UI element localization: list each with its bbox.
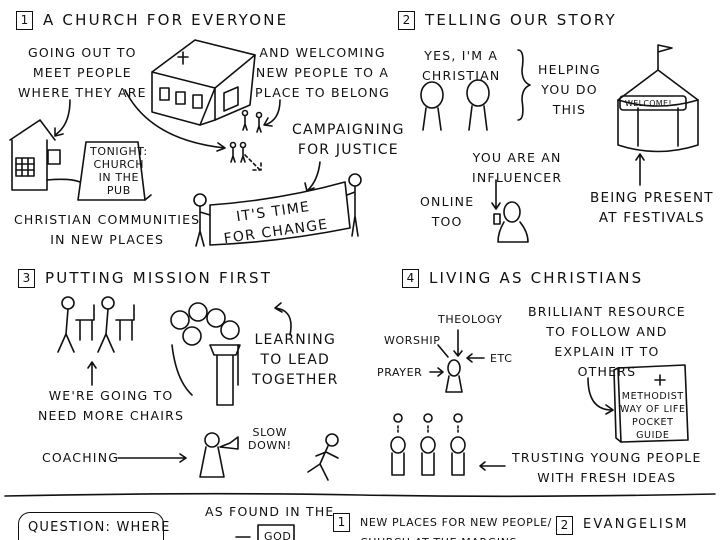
arrow-icon	[304, 161, 321, 192]
section-title: TELLING OUR STORY	[425, 11, 617, 29]
arrow-icon	[491, 179, 501, 210]
arrow-icon	[587, 377, 614, 415]
bottom-item-1: 1 NEW PLACES FOR NEW PEOPLE/ CHURCH AT TH…	[333, 513, 552, 540]
running-person-icon	[307, 433, 339, 481]
section-title: A CHURCH FOR EVERYONE	[43, 11, 289, 29]
slow-down-label: SLOW DOWN!	[248, 426, 292, 452]
worship-label: WORSHIP	[384, 334, 441, 347]
pub-building-icon	[9, 119, 81, 191]
praying-person-icon	[445, 359, 463, 393]
pocket-guide-book-icon	[613, 364, 689, 443]
question-text: QUESTION: WHERE	[28, 520, 171, 535]
section-title: PUTTING MISSION FIRST	[45, 269, 273, 287]
people-walking-icon	[229, 109, 263, 163]
section-4-heading: 4 LIVING AS CHRISTIANS	[402, 268, 643, 288]
pub-sign-text: TONIGHT: CHURCH IN THE PUB	[90, 145, 148, 197]
item-number: 1	[333, 513, 350, 532]
section-number: 1	[16, 10, 33, 30]
section-2-heading: 2 TELLING OUR STORY	[398, 10, 617, 30]
communities-label: CHRISTIAN COMMUNITIES IN NEW PLACES	[14, 212, 201, 247]
divider-horizontal	[4, 492, 716, 498]
sandwich-board-sign-icon	[77, 141, 152, 201]
arrow-icon	[263, 99, 281, 127]
arrow-icon	[87, 361, 97, 386]
protest-banner-icon	[193, 173, 362, 247]
helping-label: HELPING YOU DO THIS	[538, 62, 601, 117]
two-people-talking-icon	[420, 79, 490, 131]
speech-label: YES, I'M A CHRISTIAN	[422, 48, 501, 83]
young-people-with-lightbulbs-icon	[390, 413, 466, 476]
as-found-label: AS FOUND IN THE	[205, 504, 335, 519]
young-people-label: TRUSTING YOUNG PEOPLE WITH FRESH IDEAS	[512, 450, 702, 485]
resource-label: BRILLIANT RESOURCE TO FOLLOW AND EXPLAIN…	[528, 304, 686, 379]
theology-label: THEOLOGY	[438, 313, 503, 326]
arrow-icon	[124, 89, 226, 152]
item-text: EVANGELISM	[583, 517, 689, 532]
people-carrying-chairs-icon	[57, 296, 135, 353]
brace-icon	[517, 49, 531, 121]
section-number: 3	[18, 268, 35, 288]
item-number: 2	[556, 515, 573, 535]
campaigning-label: CAMPAIGNING FOR JUSTICE	[292, 122, 405, 158]
influencer-label: YOU ARE AN INFLUENCER	[472, 150, 563, 185]
god-book-icon	[257, 524, 295, 540]
church-icon	[151, 39, 256, 126]
prayer-label: PRAYER	[377, 366, 423, 379]
going-out-label: GOING OUT TO MEET PEOPLE WHERE THEY ARE	[18, 45, 147, 100]
person-with-phone-icon	[493, 201, 529, 243]
chairs-label: WE'RE GOING TO NEED MORE CHAIRS	[38, 388, 185, 423]
arrow-icon	[117, 453, 187, 463]
welcoming-label: AND WELCOMING NEW PEOPLE TO A PLACE TO B…	[255, 45, 391, 100]
item-text: NEW PLACES FOR NEW PEOPLE/ CHURCH AT THE…	[360, 516, 552, 540]
pocket-guide-title: METHODIST WAY OF LIFE POCKET GUIDE	[620, 391, 686, 441]
arrow-icon	[274, 302, 292, 336]
festivals-label: BEING PRESENT AT FESTIVALS	[590, 190, 714, 226]
bottom-item-2: 2 EVANGELISM	[556, 515, 689, 535]
section-1-heading: 1 A CHURCH FOR EVERYONE	[16, 10, 288, 30]
online-label: ONLINE TOO	[420, 194, 475, 229]
arrow-icon	[453, 329, 463, 357]
arrow-icon	[429, 367, 444, 377]
god-book-text: GOD	[264, 530, 292, 540]
coaching-label: COACHING	[42, 450, 120, 465]
arrow-icon	[437, 344, 449, 358]
arrow-icon	[54, 99, 71, 137]
section-number: 4	[402, 268, 419, 288]
section-number: 2	[398, 10, 415, 30]
arrow-icon	[635, 153, 645, 186]
section-title: LIVING AS CHRISTIANS	[429, 269, 644, 287]
arrow-icon	[244, 154, 262, 171]
circus-tent-icon	[617, 44, 699, 153]
coach-with-megaphone-icon	[199, 432, 239, 478]
arrow-icon	[466, 353, 485, 363]
tent-sign-text: WELCOME!	[625, 99, 672, 108]
group-at-lectern-icon	[170, 302, 241, 406]
etc-label: ETC	[490, 352, 513, 365]
learning-label: LEARNING TO LEAD TOGETHER	[252, 332, 339, 388]
arrow-icon	[479, 461, 506, 471]
question-box	[18, 512, 164, 540]
section-3-heading: 3 PUTTING MISSION FIRST	[18, 268, 272, 288]
